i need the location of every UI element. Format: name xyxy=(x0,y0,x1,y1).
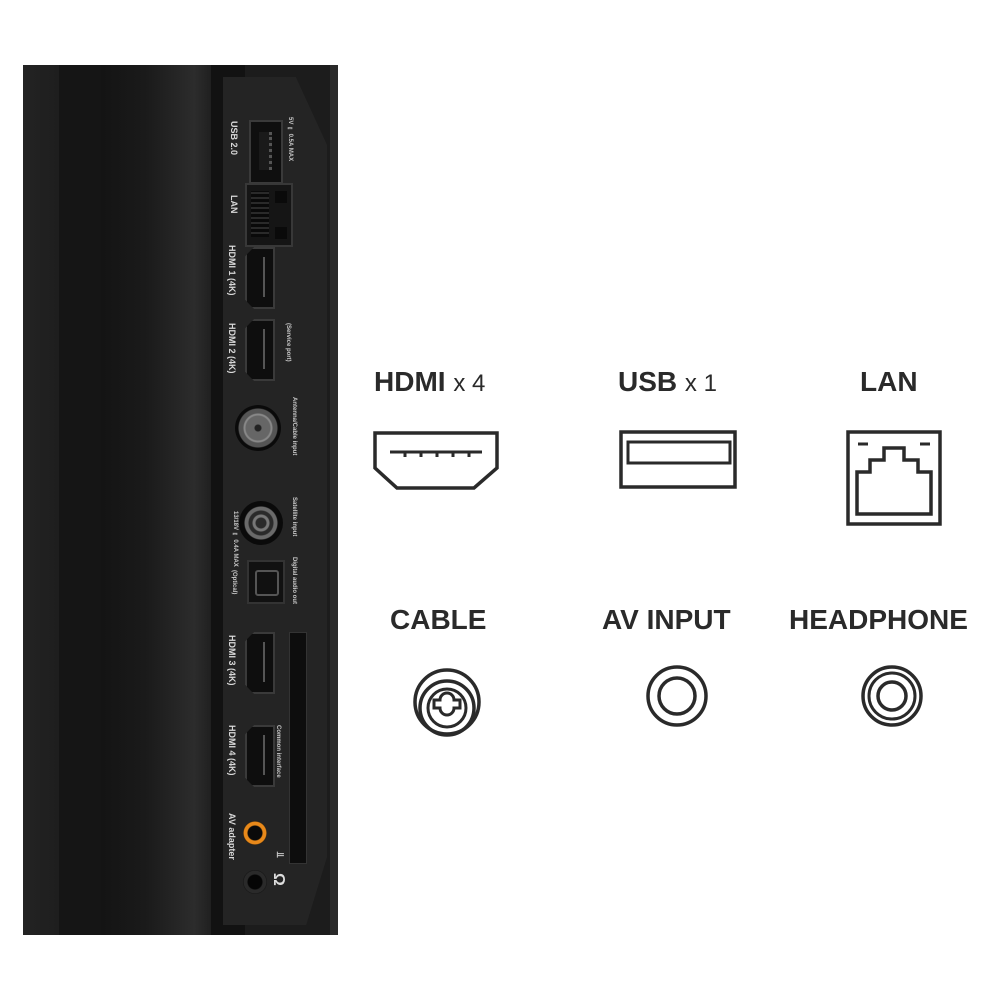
optical-port-sublabel: (Optical) xyxy=(231,570,237,595)
headphone-icon xyxy=(861,665,923,727)
common-interface-slot xyxy=(289,632,307,864)
tv-bezel xyxy=(23,65,59,935)
satellite-port-label: Satellite input xyxy=(291,497,297,537)
tv-bezel xyxy=(59,65,101,935)
usb-port-sublabel: 5V ⎓ 0.5A MAX xyxy=(287,117,293,162)
hdmi3-port xyxy=(245,632,275,694)
hdmi2-port-label: HDMI 2 (4K) xyxy=(227,323,237,374)
lan-port xyxy=(245,183,293,247)
lan-icon xyxy=(846,430,942,526)
satellite-port xyxy=(239,501,283,545)
antenna-port xyxy=(235,405,281,451)
legend-headphone-title: HEADPHONE xyxy=(789,604,968,635)
legend-lan-title: LAN xyxy=(860,366,918,397)
satellite-port-sublabel: 13/18V ⎓ 0.4A MAX xyxy=(232,511,238,567)
headphone-jack xyxy=(243,870,267,894)
hdmi1-port xyxy=(245,247,275,309)
hdmi1-port-label: HDMI 1 (4K) xyxy=(227,245,237,296)
tv-rear-panel: USB 2.0 5V ⎓ 0.5A MAX LAN HDMI 1 (4K) HD… xyxy=(23,65,338,935)
ci-slot-label: Common interface xyxy=(275,725,281,778)
lan-port-label: LAN xyxy=(229,195,239,214)
legend-hdmi-title: HDMI x 4 xyxy=(374,366,486,397)
av-adapter-label: AV adapter xyxy=(227,813,237,860)
hdmi3-port-label: HDMI 3 (4K) xyxy=(227,635,237,686)
optical-port xyxy=(247,560,285,604)
hdmi4-port-label: HDMI 4 (4K) xyxy=(227,725,237,776)
usb-icon xyxy=(619,430,737,489)
hdmi2-port xyxy=(245,319,275,381)
legend-cable-title: CABLE xyxy=(390,604,487,635)
cable-icon xyxy=(413,668,481,737)
usb-port xyxy=(249,120,283,184)
av-adapter-jack xyxy=(243,821,267,845)
headphone-symbol-icon: Ω xyxy=(270,873,287,886)
av-adapter-icon: ⫫ xyxy=(274,852,285,858)
optical-port-label: Digital audio out xyxy=(291,557,297,604)
antenna-port-label: Antenna/Cable input xyxy=(291,397,297,456)
hdmi-icon xyxy=(373,431,499,490)
hdmi2-port-sublabel: (Service port) xyxy=(285,323,291,362)
hdmi4-port xyxy=(245,725,275,787)
av-input-icon xyxy=(646,665,708,727)
legend-usb-title: USB x 1 xyxy=(618,366,717,397)
legend-av-input-title: AV INPUT xyxy=(602,604,731,635)
tv-edge xyxy=(330,65,338,935)
tv-bezel-highlight xyxy=(101,65,211,935)
usb-port-label: USB 2.0 xyxy=(229,121,239,156)
